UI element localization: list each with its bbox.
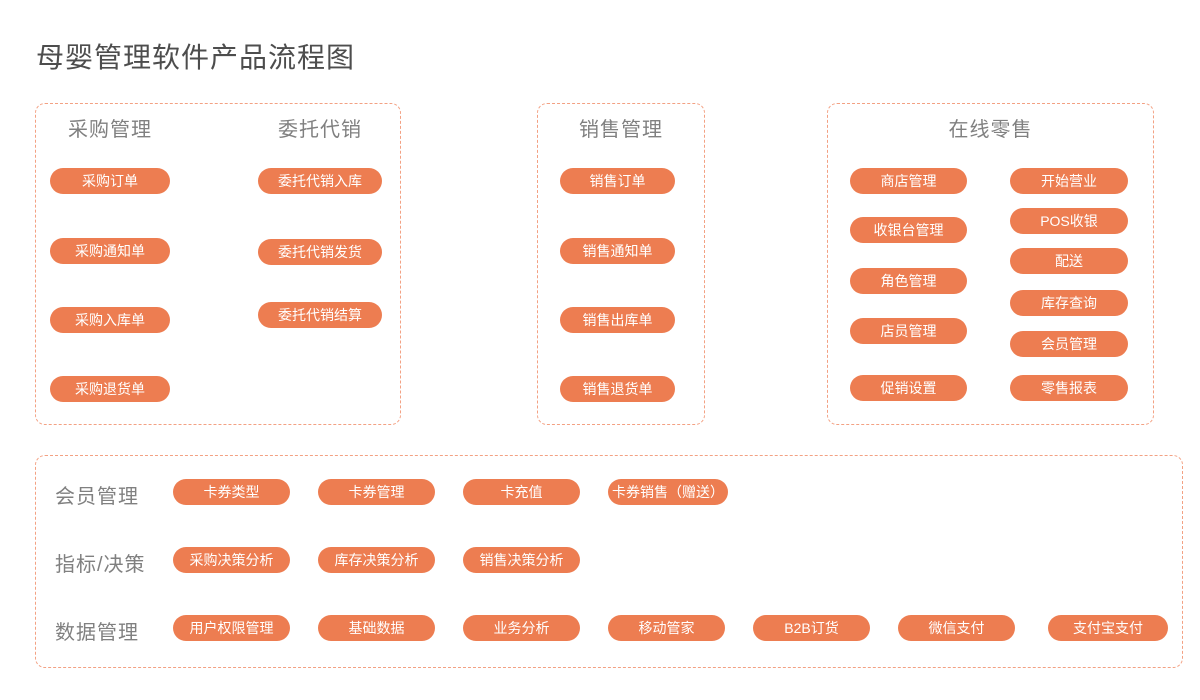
node-member-management-retail: 会员管理 [1010,331,1128,357]
node-card-coupon-type: 卡券类型 [173,479,290,505]
node-basic-data: 基础数据 [318,615,435,641]
row-label-indicators-decision: 指标/决策 [55,554,146,576]
node-sales-return: 销售退货单 [560,376,675,402]
node-pos-cashier: POS收银 [1010,208,1128,234]
node-role-management: 角色管理 [850,268,967,294]
node-clerk-management: 店员管理 [850,318,967,344]
heading-consignment: 委托代销 [278,119,362,141]
node-user-permission-management: 用户权限管理 [173,615,290,641]
node-card-coupon-management: 卡券管理 [318,479,435,505]
group-box-purchase-consignment [35,103,401,425]
group-box-online-retail [827,103,1154,425]
node-retail-reports: 零售报表 [1010,375,1128,401]
node-delivery: 配送 [1010,248,1128,274]
heading-online-retail: 在线零售 [948,119,1033,141]
node-consignment-settlement: 委托代销结算 [258,302,382,328]
group-box-sales [537,103,705,425]
node-purchase-notice: 采购通知单 [50,238,170,264]
node-sales-notice: 销售通知单 [560,238,675,264]
heading-purchase-management: 采购管理 [68,119,152,141]
node-sales-outbound: 销售出库单 [560,307,675,333]
node-open-business: 开始营业 [1010,168,1128,194]
node-inventory-decision-analysis: 库存决策分析 [318,547,435,573]
row-label-data-management: 数据管理 [55,622,139,644]
node-purchase-order: 采购订单 [50,168,170,194]
row-label-member-management: 会员管理 [55,486,139,508]
node-purchase-decision-analysis: 采购决策分析 [173,547,290,573]
group-box-bottom [35,455,1183,668]
node-inventory-query: 库存查询 [1010,290,1128,316]
page-title: 母婴管理软件产品流程图 [36,42,356,73]
node-sales-decision-analysis: 销售决策分析 [463,547,580,573]
node-business-analysis: 业务分析 [463,615,580,641]
node-promotion-settings: 促销设置 [850,375,967,401]
node-alipay-pay: 支付宝支付 [1048,615,1168,641]
node-consignment-inbound: 委托代销入库 [258,168,382,194]
heading-sales-management: 销售管理 [579,119,663,141]
node-b2b-ordering: B2B订货 [753,615,870,641]
node-sales-order: 销售订单 [560,168,675,194]
node-mobile-manager: 移动管家 [608,615,725,641]
node-purchase-return: 采购退货单 [50,376,170,402]
node-purchase-inbound: 采购入库单 [50,307,170,333]
node-cashier-desk-management: 收银台管理 [850,217,967,243]
node-card-coupon-sale-gift: 卡券销售（赠送） [608,479,728,505]
node-consignment-shipment: 委托代销发货 [258,239,382,265]
node-wechat-pay: 微信支付 [898,615,1015,641]
node-store-management: 商店管理 [850,168,967,194]
node-card-recharge: 卡充值 [463,479,580,505]
